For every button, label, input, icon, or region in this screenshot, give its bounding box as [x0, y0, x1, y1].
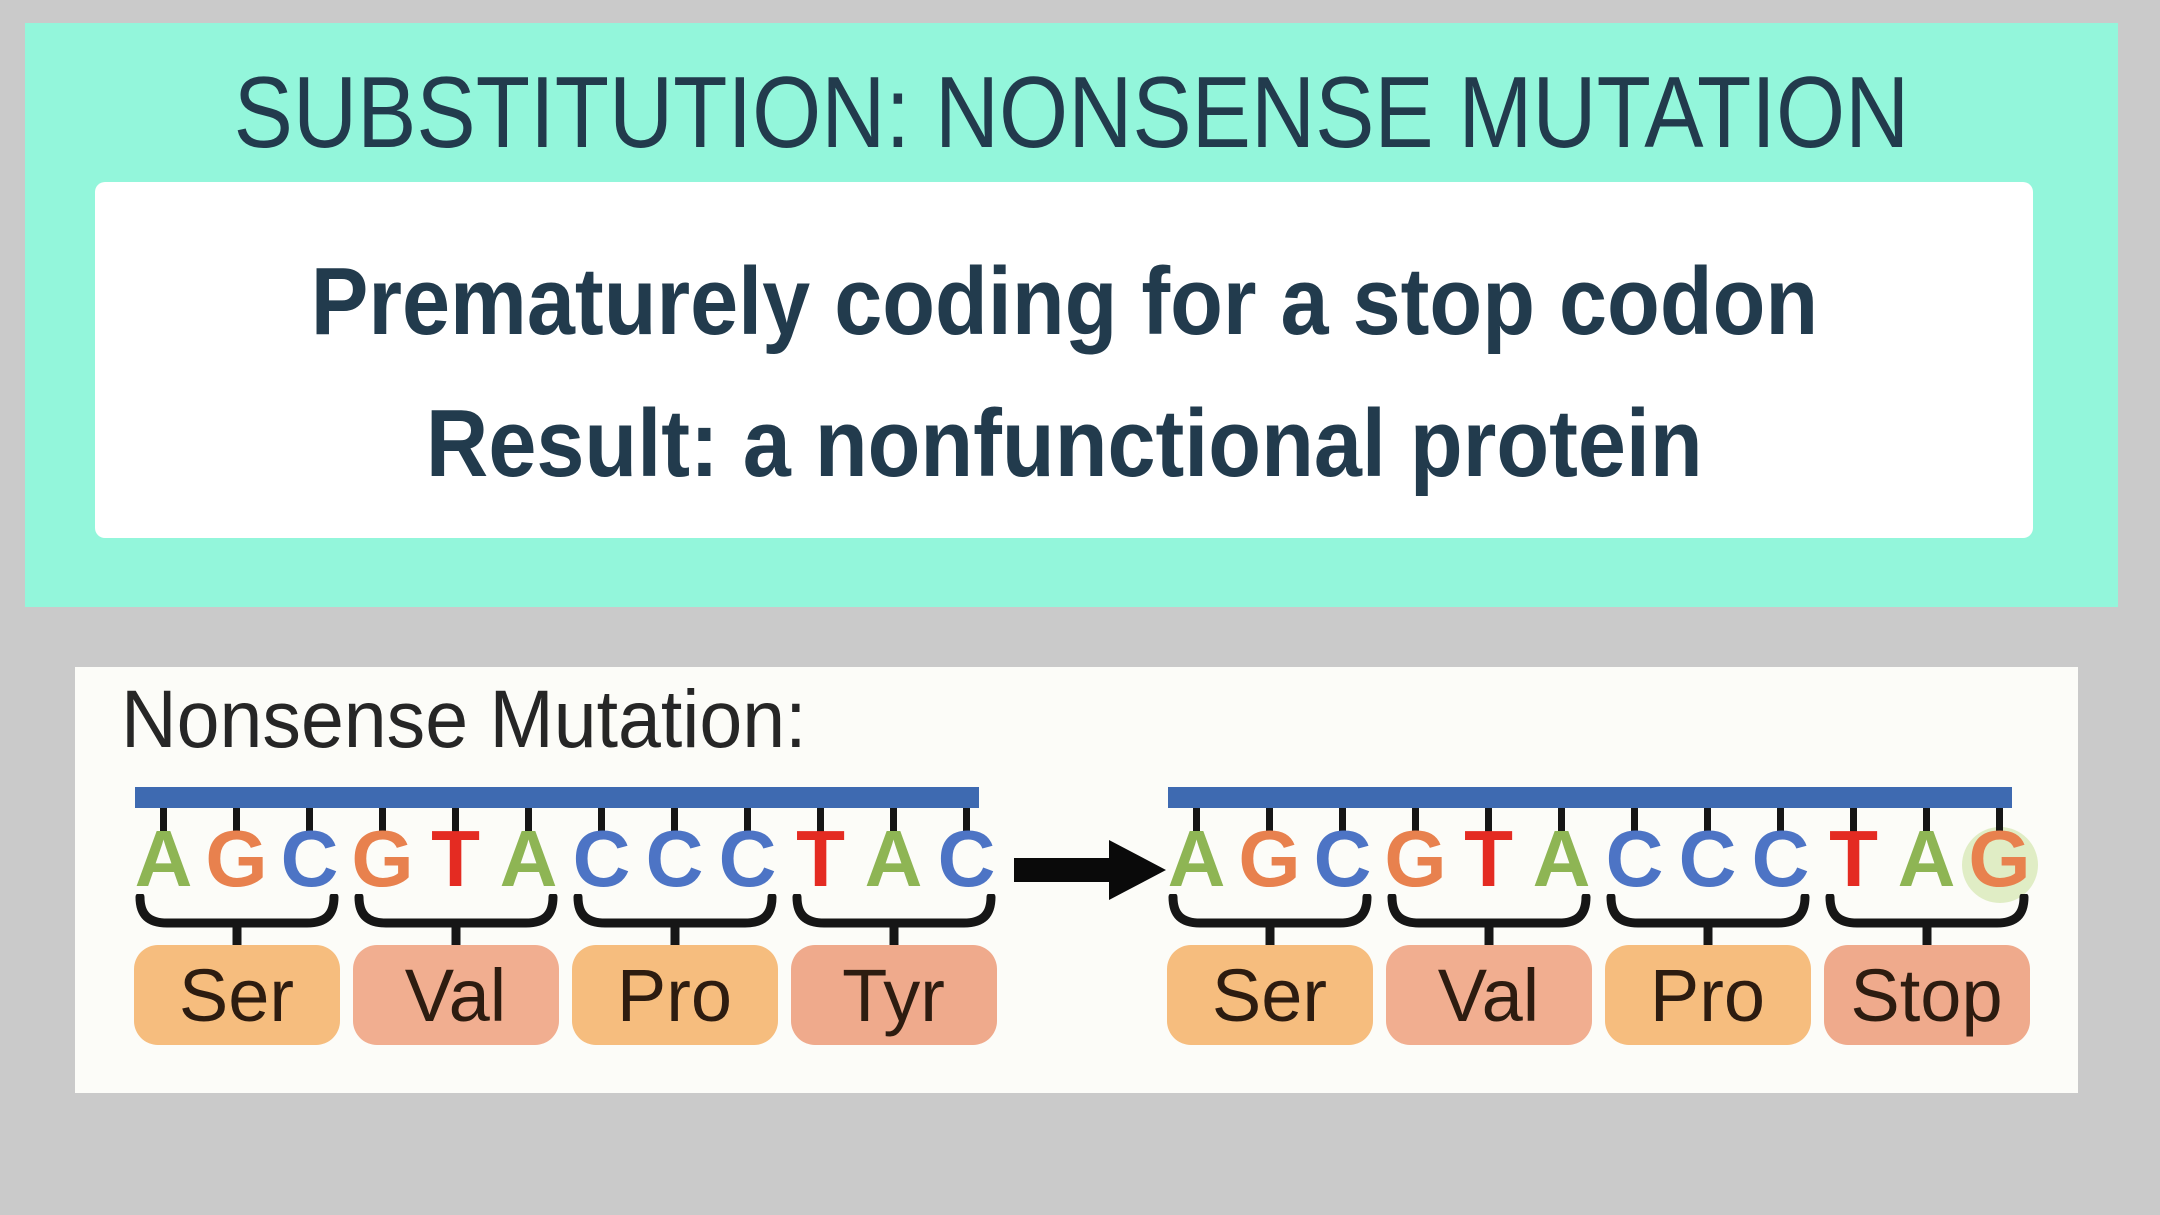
message-card: Prematurely coding for a stop codon Resu… — [95, 182, 2033, 538]
backbone-tick — [1412, 808, 1419, 832]
base-letter-C: C — [1751, 814, 1810, 903]
base-letter-C: C — [280, 814, 339, 903]
codon-bracket — [135, 892, 339, 948]
backbone-tick — [379, 808, 386, 832]
codon-bracket — [792, 892, 996, 948]
amino-acid-box-pro: Pro — [1604, 945, 1811, 1045]
slide-title: SUBSTITUTION: NONSENSE MUTATION — [233, 57, 1910, 169]
base-letter-C: C — [1313, 814, 1372, 903]
base-letter-C: C — [645, 814, 704, 903]
codon-bracket — [354, 892, 558, 948]
message-line-2: Result: a nonfunctional protein — [425, 390, 1703, 497]
backbone-tick — [598, 808, 605, 832]
backbone-tick — [525, 808, 532, 832]
backbone-tick — [1996, 808, 2003, 832]
base-letter-A: A — [499, 814, 558, 903]
amino-acid-box-val: Val — [352, 945, 559, 1045]
base-letter-T: T — [431, 814, 480, 903]
mutation-arrow-icon — [1014, 840, 1166, 900]
backbone-tick — [744, 808, 751, 832]
base-letter-T: T — [1829, 814, 1878, 903]
amino-acid-box-pro: Pro — [571, 945, 778, 1045]
codon-bracket — [1606, 892, 1810, 948]
backbone-tick — [1704, 808, 1711, 832]
backbone-tick — [671, 808, 678, 832]
backbone-tick — [452, 808, 459, 832]
mutated-base-halo — [1961, 827, 2038, 903]
backbone-tick — [1266, 808, 1273, 832]
diagram-label: Nonsense Mutation: — [121, 674, 807, 765]
backbone-tick — [1558, 808, 1565, 832]
backbone-tick — [1850, 808, 1857, 832]
base-letter-A: A — [864, 814, 923, 903]
codon-bracket — [1825, 892, 2029, 948]
backbone-tick — [1485, 808, 1492, 832]
base-letter-A: A — [134, 814, 193, 903]
base-letter-G: G — [351, 814, 414, 903]
base-letter-C: C — [1678, 814, 1737, 903]
backbone-tick — [160, 808, 167, 832]
backbone-tick — [306, 808, 313, 832]
message-line-1: Prematurely coding for a stop codon — [310, 248, 1818, 355]
amino-acid-box-ser: Ser — [1166, 945, 1373, 1045]
base-letter-C: C — [1605, 814, 1664, 903]
amino-acid-box-val: Val — [1385, 945, 1592, 1045]
backbone-tick — [1631, 808, 1638, 832]
base-letter-C: C — [718, 814, 777, 903]
base-letter-G: G — [1384, 814, 1447, 903]
amino-acid-box-tyr: Tyr — [790, 945, 997, 1045]
base-letter-C: C — [572, 814, 631, 903]
backbone-tick — [817, 808, 824, 832]
backbone-tick — [1339, 808, 1346, 832]
base-letter-G: G — [205, 814, 268, 903]
base-letter-T: T — [796, 814, 845, 903]
codon-bracket — [1387, 892, 1591, 948]
header-box: SUBSTITUTION: NONSENSE MUTATION Prematur… — [25, 23, 2118, 607]
backbone-tick — [1923, 808, 1930, 832]
amino-acid-box-stop: Stop — [1823, 945, 2030, 1045]
backbone-tick — [963, 808, 970, 832]
backbone-tick — [1777, 808, 1784, 832]
base-letter-A: A — [1167, 814, 1226, 903]
backbone-tick — [890, 808, 897, 832]
dna-backbone-bar — [1168, 787, 2012, 808]
base-letter-C: C — [937, 814, 996, 903]
base-letter-G: G — [1968, 814, 2031, 903]
amino-acid-box-ser: Ser — [133, 945, 340, 1045]
base-letter-A: A — [1897, 814, 1956, 903]
base-letter-A: A — [1532, 814, 1591, 903]
backbone-tick — [1193, 808, 1200, 832]
codon-bracket — [1168, 892, 1372, 948]
backbone-tick — [233, 808, 240, 832]
codon-bracket — [573, 892, 777, 948]
dna-backbone-bar — [135, 787, 979, 808]
base-letter-G: G — [1238, 814, 1301, 903]
base-letter-T: T — [1464, 814, 1513, 903]
